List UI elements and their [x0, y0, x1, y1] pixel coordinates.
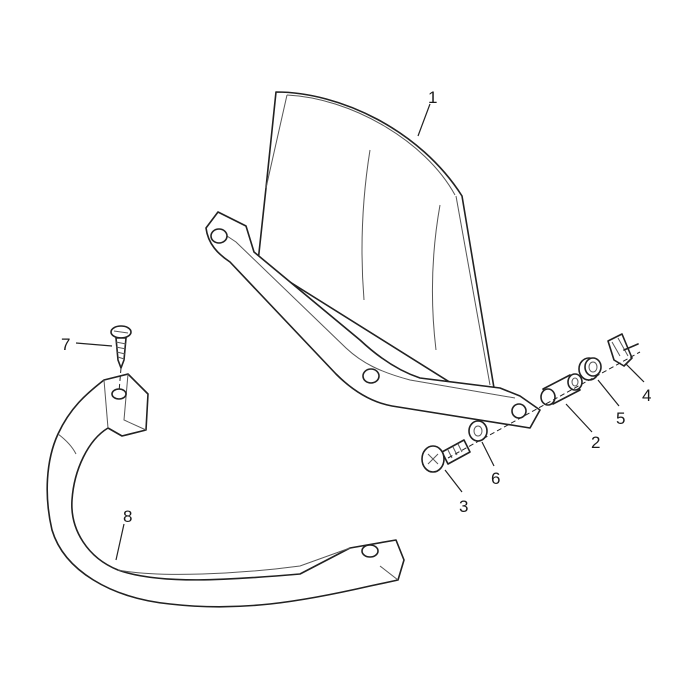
- leader-line-1: [417, 103, 431, 137]
- callout-3: 3: [459, 497, 468, 516]
- callout-8: 8: [123, 507, 132, 526]
- leader-line-2: [565, 403, 593, 433]
- callout-4: 4: [642, 386, 651, 405]
- part-2-spacer-bush: [540, 373, 583, 406]
- callout-7: 7: [61, 335, 70, 354]
- callout-1: 1: [428, 88, 437, 107]
- callout-6: 6: [491, 469, 500, 488]
- part-4-speed-nut: [607, 333, 639, 367]
- part-8-support-bracket: [46, 373, 405, 608]
- callout-2: 2: [591, 433, 600, 452]
- leader-line-3: [444, 469, 463, 493]
- assembly-axis-line: [447, 351, 641, 459]
- leader-line-7: [75, 342, 113, 347]
- leader-line-5: [597, 379, 620, 407]
- assembly-axis-line-7: [118, 367, 122, 393]
- part-5-grommet: [578, 357, 602, 381]
- callout-5: 5: [616, 409, 625, 428]
- part-7-tapping-screw: [110, 325, 132, 369]
- leader-line-8: [115, 523, 125, 561]
- part-1-mudguard-panel: [205, 91, 541, 429]
- part-3-screw: [421, 439, 471, 473]
- leader-line-4: [625, 363, 645, 383]
- leader-line-6: [481, 441, 495, 467]
